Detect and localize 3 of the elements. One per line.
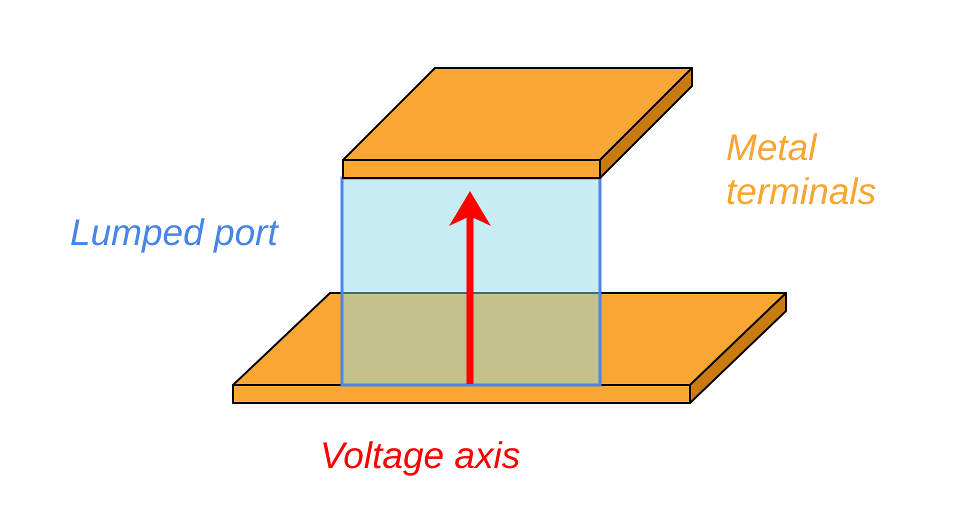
label-text: Voltage axis — [320, 434, 520, 478]
label-text: Lumped port — [70, 211, 278, 255]
label-text: Metal terminals — [726, 126, 878, 214]
